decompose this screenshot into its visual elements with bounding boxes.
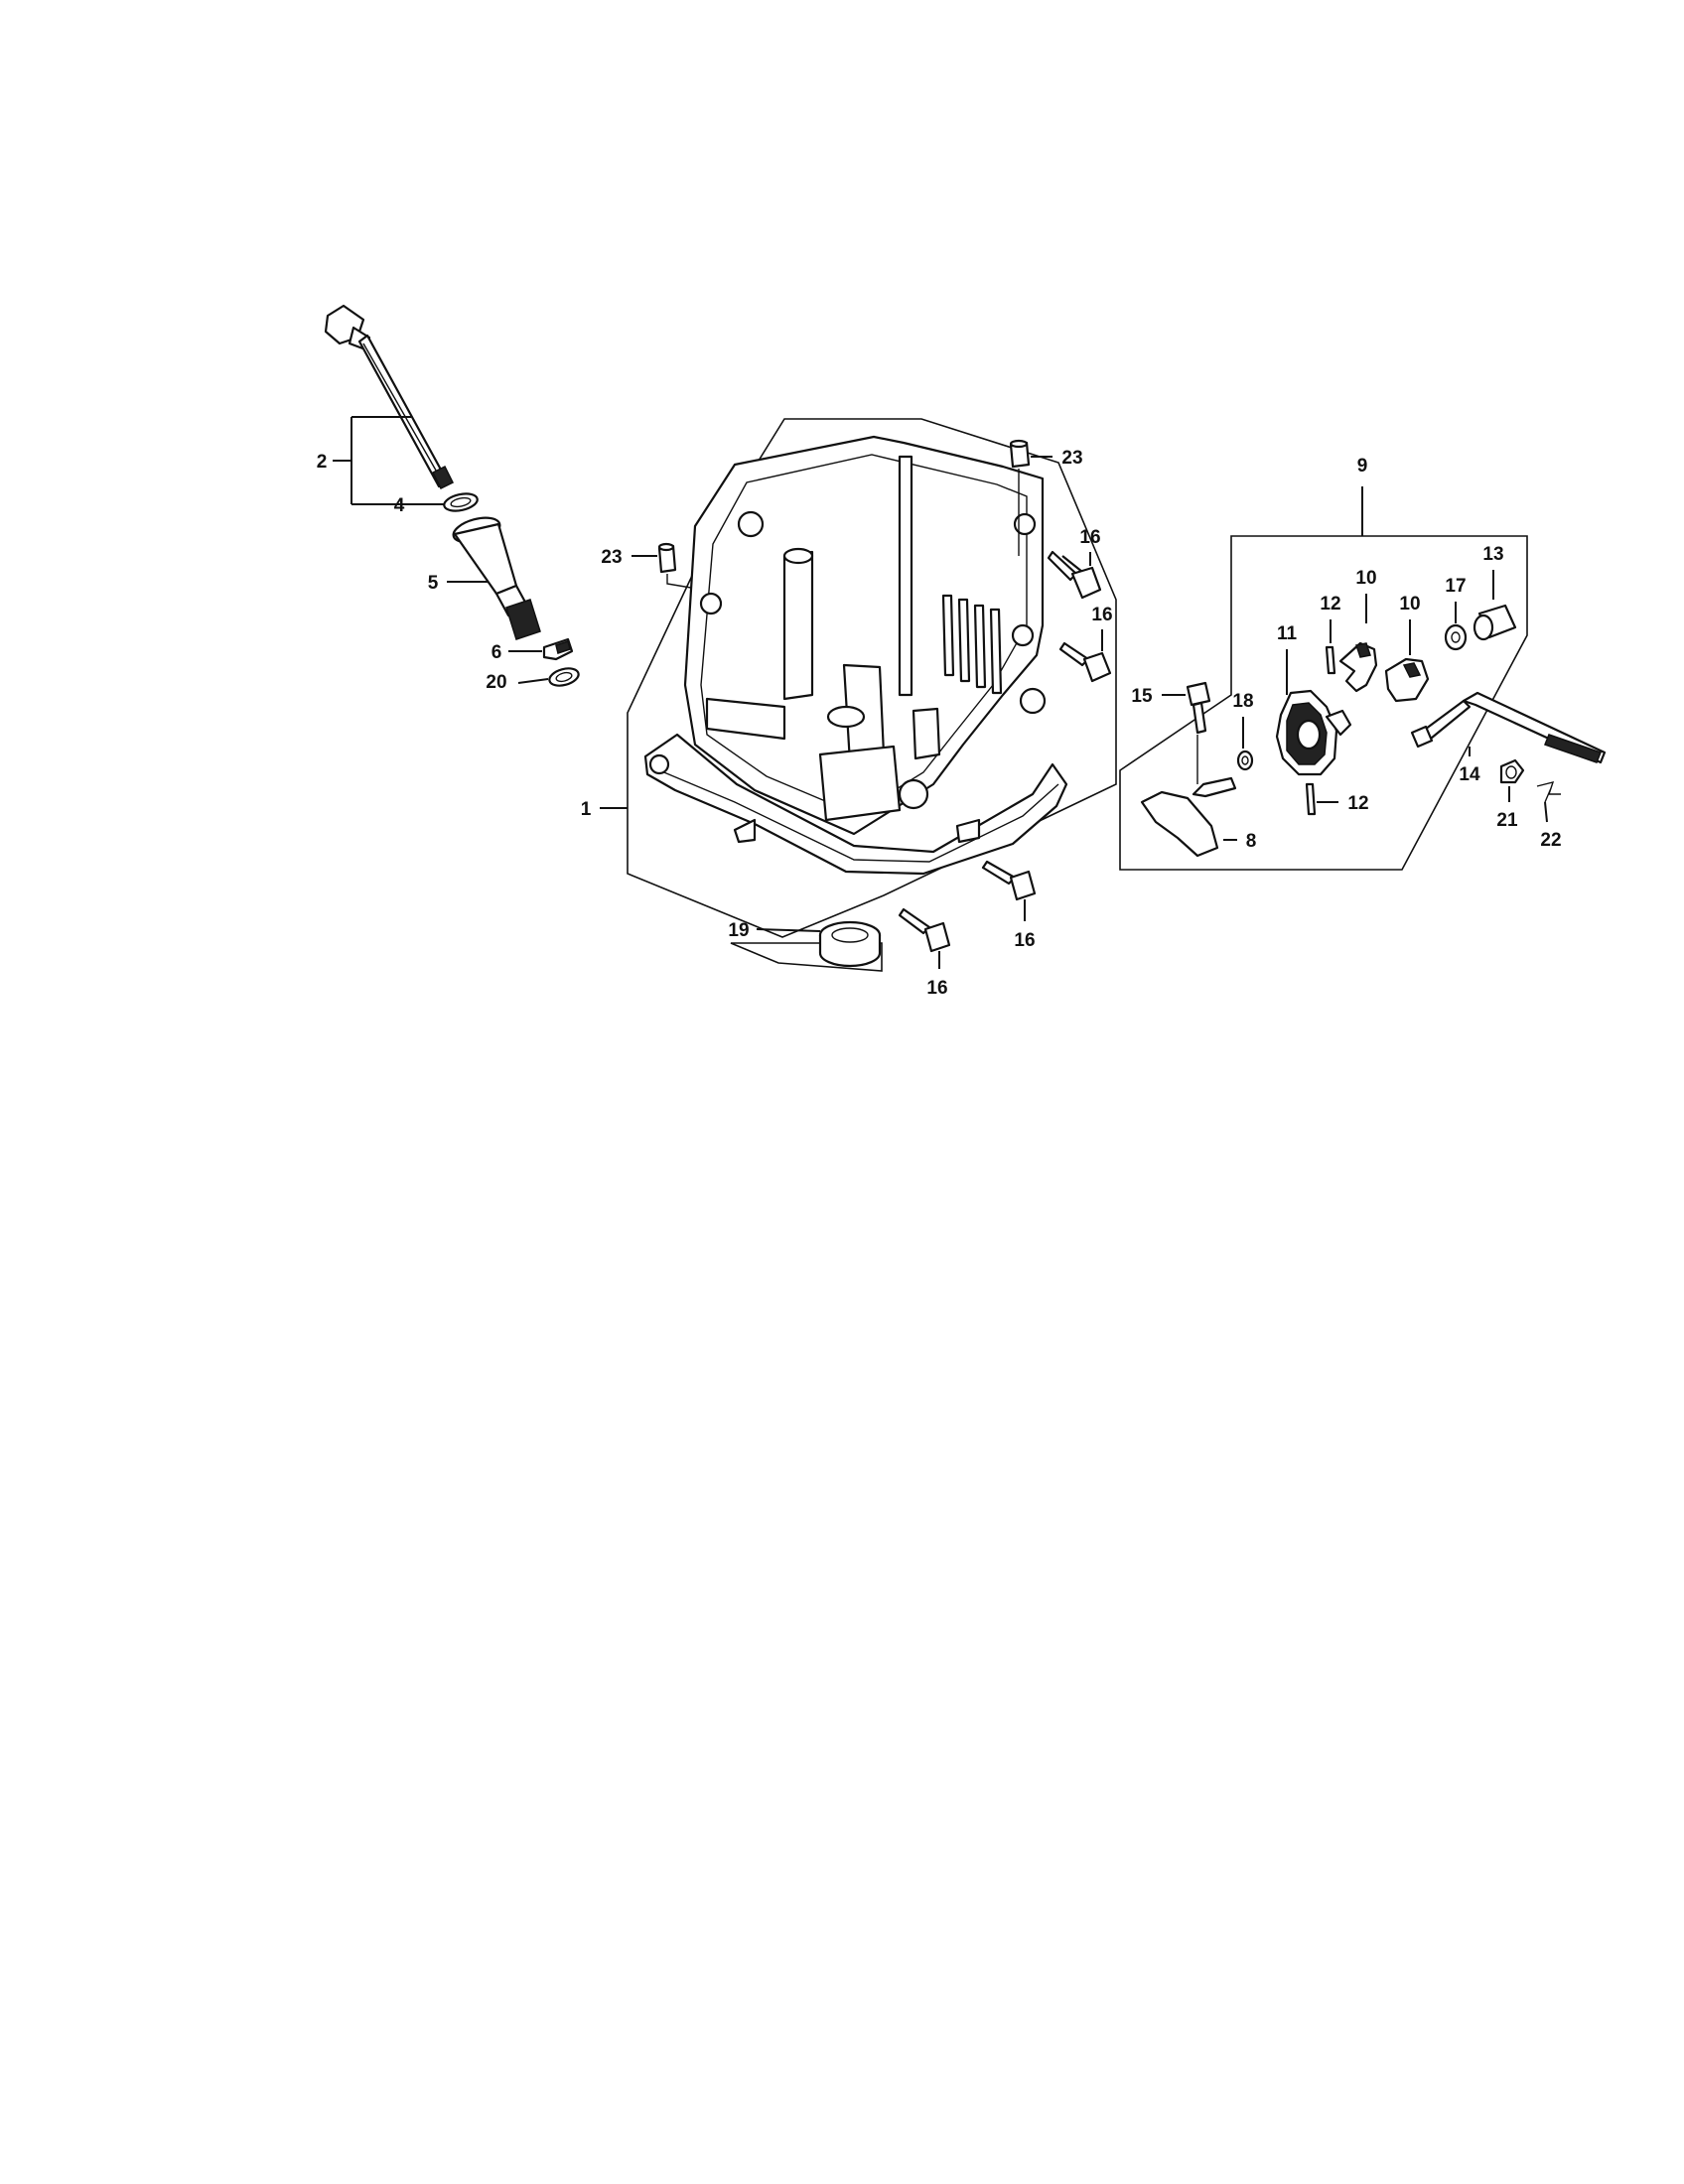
callout-21: 21 (1496, 810, 1518, 831)
dipstick-rod (357, 334, 455, 490)
callout-17: 17 (1445, 576, 1466, 597)
callout-8: 8 (1246, 831, 1257, 852)
clip-22 (1536, 781, 1561, 823)
dipstick-assembly (324, 304, 580, 687)
callout-23a: 23 (601, 547, 622, 568)
o-ring-20 (548, 667, 580, 687)
governor-arm-8 (1140, 776, 1237, 858)
callout-10a: 10 (1355, 568, 1376, 589)
callout-2: 2 (317, 452, 328, 473)
callout-6: 6 (491, 642, 502, 663)
callout-labels: 1 2 4 5 6 20 23 23 16 16 16 16 19 9 10 1… (317, 448, 1562, 999)
pin-12a (1325, 619, 1336, 675)
washer-17 (1444, 602, 1468, 651)
callout-12a: 12 (1320, 594, 1340, 614)
callout-1: 1 (581, 799, 592, 820)
callout-16c: 16 (1014, 930, 1035, 951)
callout-20: 20 (486, 672, 506, 693)
callout-9: 9 (1357, 456, 1368, 477)
governor-shaft-14 (1410, 691, 1607, 764)
washer-18 (1236, 717, 1254, 771)
callout-5: 5 (428, 573, 439, 594)
callout-16a: 16 (1079, 527, 1100, 548)
callout-10b: 10 (1399, 594, 1420, 614)
flange-bolt-16c (981, 860, 1037, 921)
dowel-pin-23b (1009, 439, 1052, 556)
callout-4: 4 (394, 495, 405, 516)
governor-weight-10b (1384, 619, 1430, 703)
bolt-15 (1162, 681, 1211, 784)
filler-tube-5 (452, 516, 541, 640)
o-ring-4 (443, 492, 479, 512)
callout-16d: 16 (926, 978, 947, 999)
governor-assembly (1119, 486, 1528, 871)
holder-13 (1473, 570, 1517, 641)
callout-14: 14 (1459, 764, 1480, 785)
callout-11: 11 (1277, 623, 1298, 644)
dowel-pin-23a (632, 542, 692, 589)
crankcase-cover (600, 418, 1117, 938)
callout-13: 13 (1482, 544, 1503, 565)
pin-12b (1305, 782, 1338, 816)
callout-15: 15 (1131, 686, 1153, 707)
nut-21 (1499, 758, 1525, 802)
callout-12b: 12 (1347, 793, 1368, 814)
flange-bolt-16d (898, 907, 951, 969)
governor-gear-11 (1275, 649, 1352, 776)
flange-bolt-16a (1047, 550, 1102, 600)
governor-weight-10a (1338, 594, 1378, 693)
oil-seal-19 (730, 920, 883, 972)
callout-18: 18 (1232, 691, 1253, 712)
callout-19: 19 (728, 920, 749, 941)
callout-23b: 23 (1061, 448, 1082, 469)
callout-22: 22 (1540, 830, 1561, 851)
callout-16b: 16 (1091, 605, 1112, 625)
clip-6 (542, 637, 574, 661)
flange-bolt-16b (1058, 629, 1112, 683)
